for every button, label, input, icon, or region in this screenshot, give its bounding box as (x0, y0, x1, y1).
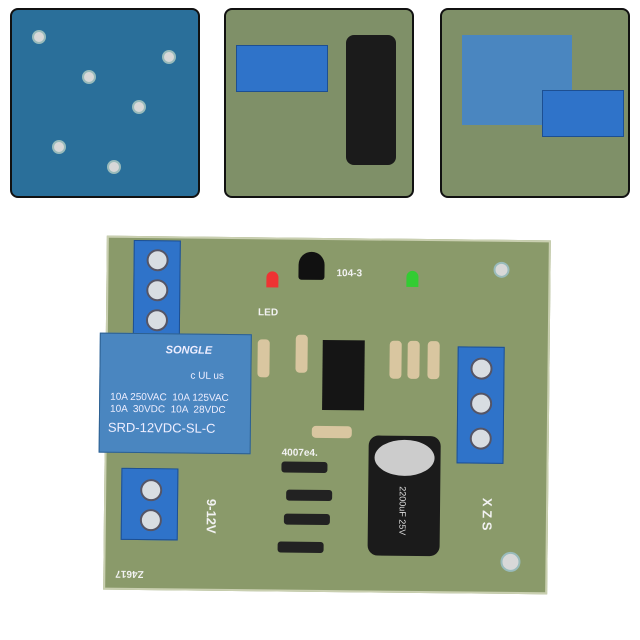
relay-rating-2: 10A 30VDC 10A 28VDC (109, 403, 226, 416)
led-green (406, 270, 419, 287)
capacitor (346, 35, 396, 165)
terminal-block-power (120, 467, 179, 541)
diode (283, 513, 330, 526)
transistor (298, 251, 325, 280)
part-code-label: Z4617 (115, 567, 144, 580)
thumbnail-pcb-back[interactable] (10, 8, 200, 198)
relay-model: SRD-12VDC-SL-C (107, 419, 216, 436)
diode (286, 489, 333, 502)
terminal-labels: X Z S (479, 497, 495, 531)
diode (277, 541, 324, 553)
diode-label: 4007e4. (281, 447, 318, 459)
mounting-hole (493, 261, 510, 278)
terminal-block (542, 90, 624, 137)
thumbnail-capacitor-closeup[interactable] (224, 8, 414, 198)
solder-pad (82, 70, 96, 84)
voltage-label: 9-12V (203, 498, 219, 534)
resistor (295, 334, 308, 373)
cap-label: 104-3 (336, 268, 363, 280)
ic-chip (322, 339, 365, 411)
mounting-hole (500, 551, 521, 573)
diode (281, 461, 328, 474)
led-red (266, 271, 279, 288)
relay-brand: SONGLE (165, 344, 213, 357)
capacitor-label: 2200uF 25V (397, 486, 408, 536)
resistor (427, 341, 440, 380)
solder-pad (52, 140, 66, 154)
terminal-block-sensor (456, 346, 505, 464)
terminal-block-top-left (132, 239, 181, 343)
solder-pad (132, 100, 146, 114)
thumbnail-relay-closeup[interactable] (440, 8, 630, 198)
resistor (311, 425, 352, 439)
relay: SONGLE c UL us 10A 250VAC 10A 125VAC 10A… (98, 332, 252, 455)
electrolytic-capacitor: 2200uF 25V (367, 435, 441, 557)
circuit-board: SONGLE c UL us 10A 250VAC 10A 125VAC 10A… (98, 235, 551, 595)
relay-cert: c UL us (190, 370, 224, 382)
solder-pad (162, 50, 176, 64)
relay-rating-1: 10A 250VAC 10A 125VAC (110, 391, 229, 404)
resistor (257, 339, 270, 378)
resistor (407, 340, 420, 379)
resistor (389, 340, 402, 379)
solder-pad (107, 160, 121, 174)
led-label: LED (258, 307, 279, 319)
solder-pad (32, 30, 46, 44)
terminal-block (236, 45, 328, 92)
